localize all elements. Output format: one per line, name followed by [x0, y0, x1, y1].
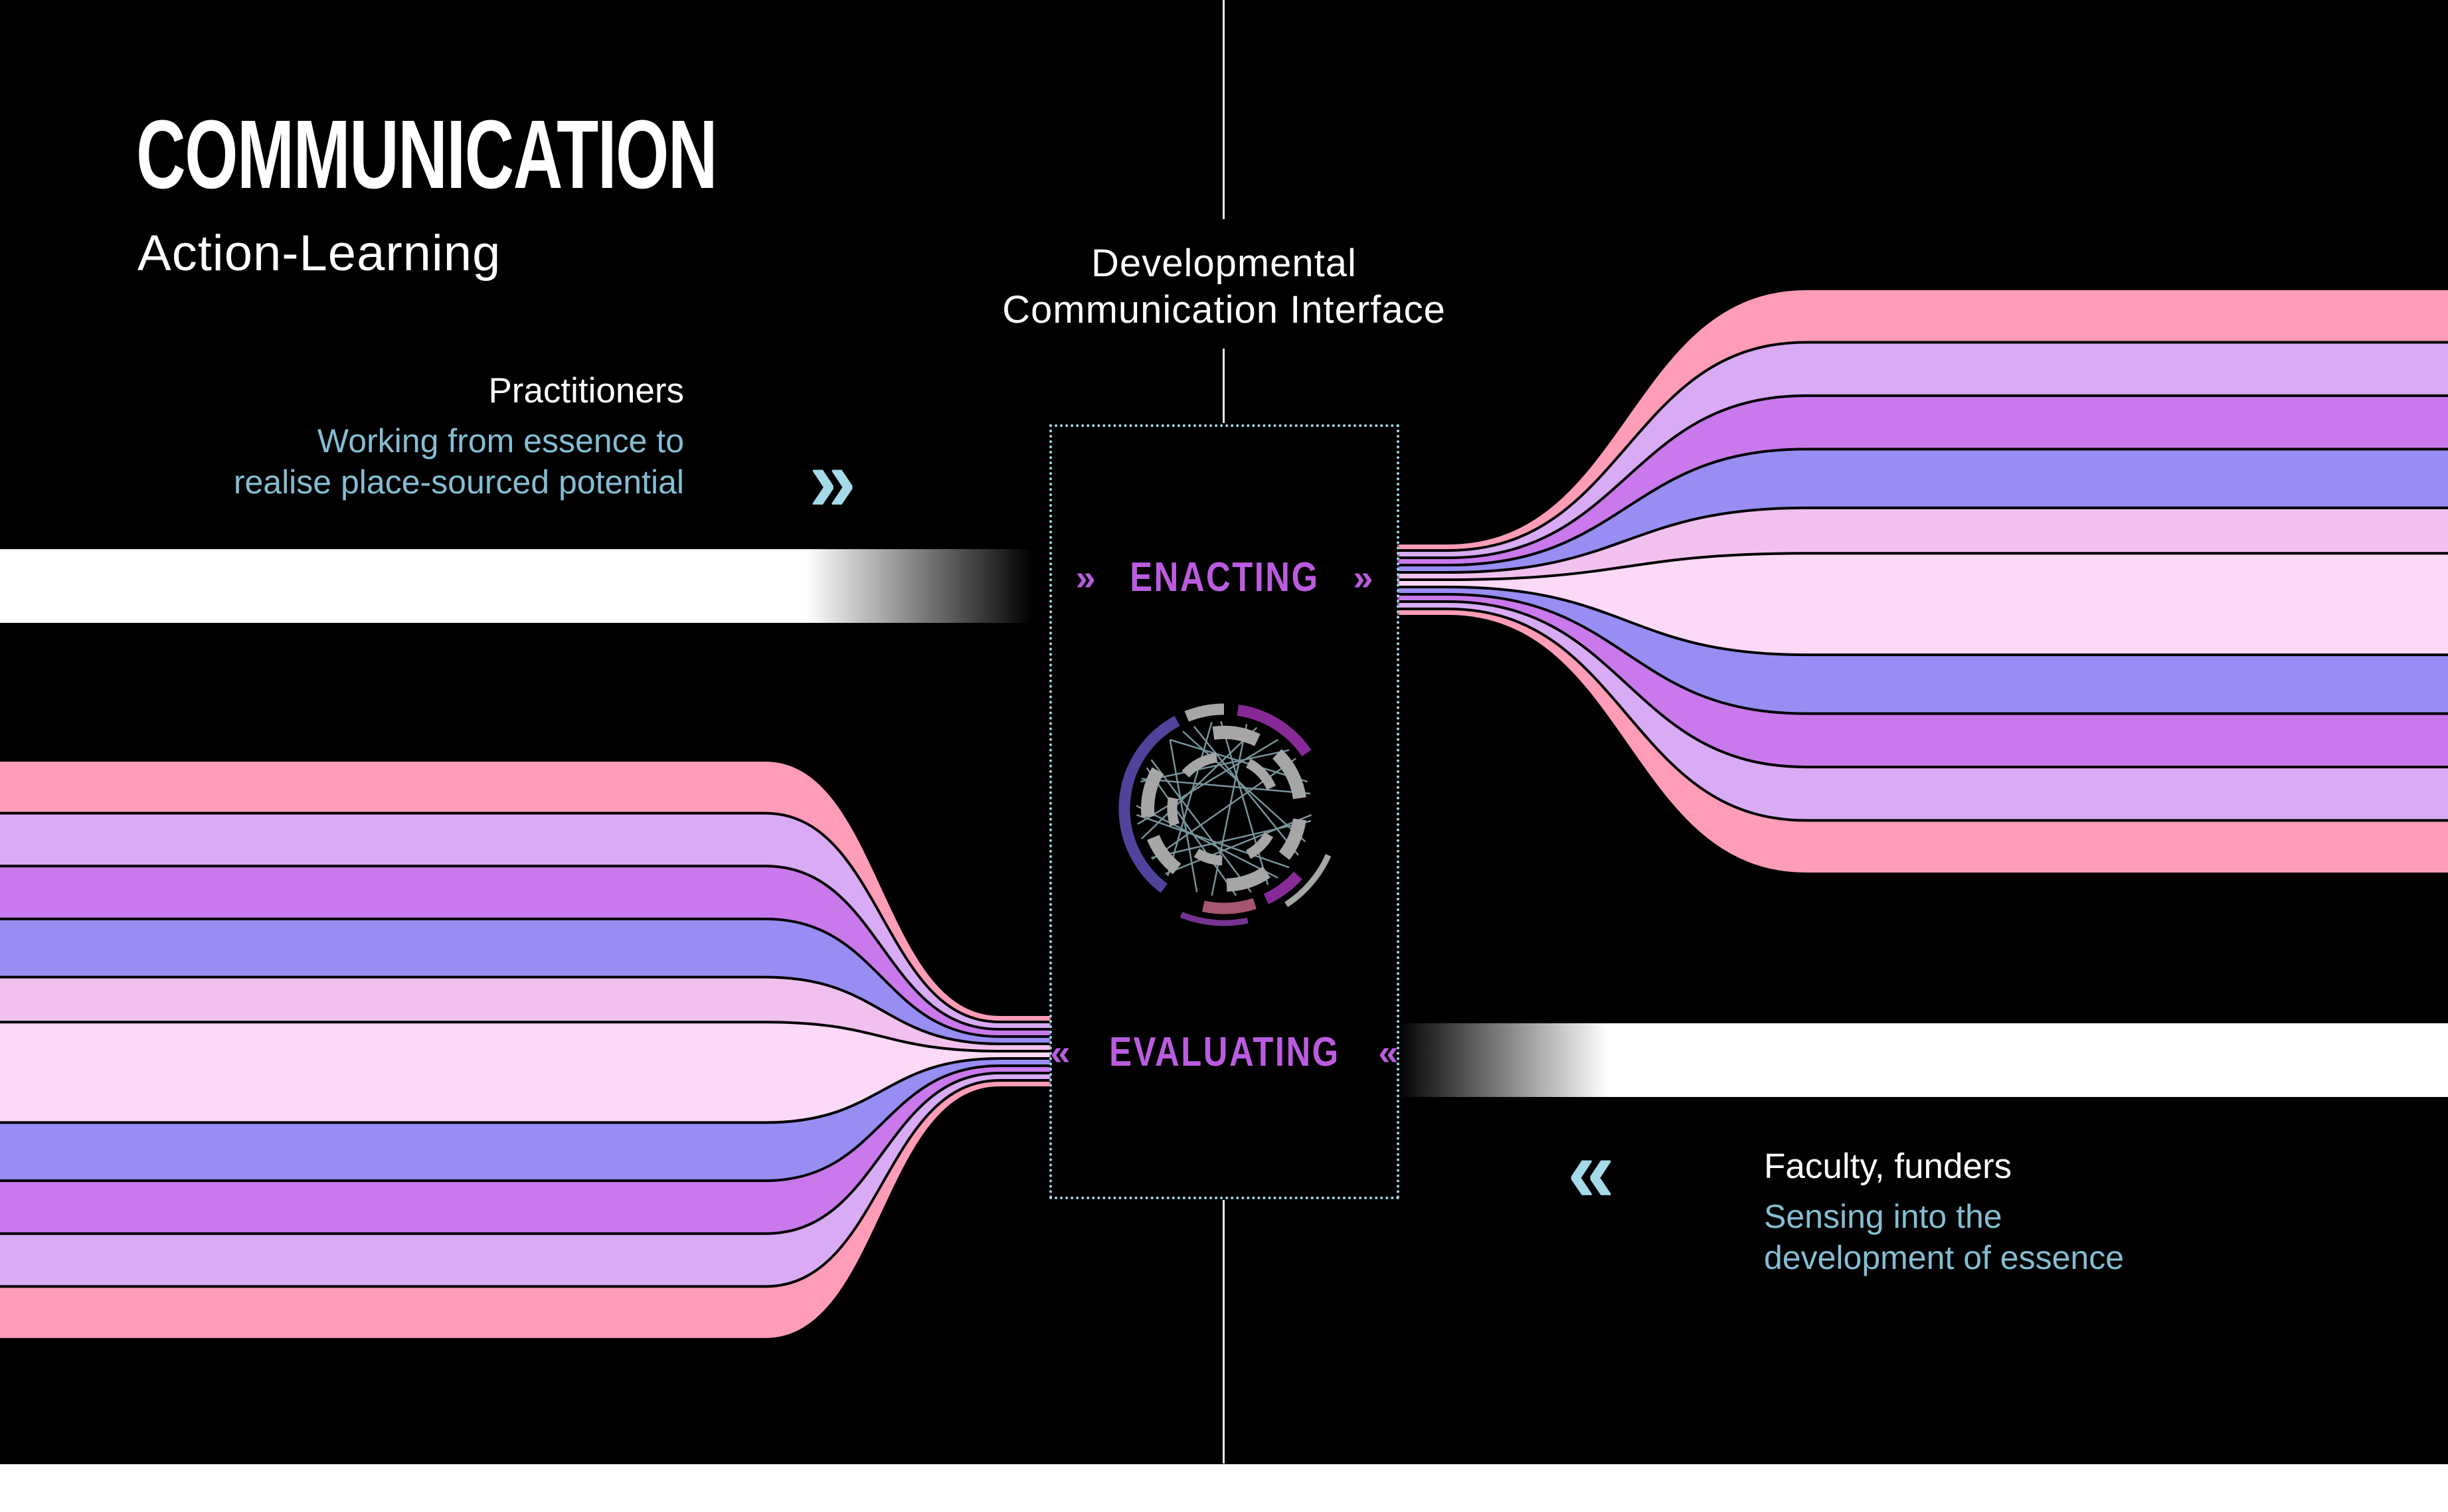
evaluating-word: EVALUATING — [1108, 1029, 1340, 1075]
practitioners-desc: Working from essence to realise place-so… — [133, 420, 684, 503]
network-web-icon — [1118, 703, 1332, 926]
bottom-edge-bar — [0, 1464, 2448, 1512]
page-title: COMMUNICATION — [136, 100, 718, 209]
interface-label: Developmental Communication Interface — [958, 240, 1490, 333]
practitioners-block: Practitioners Working from essence to re… — [133, 371, 684, 503]
interface-label-line2: Communication Interface — [1002, 288, 1446, 331]
communication-interface-box — [1049, 424, 1399, 1199]
faculty-desc-line2: development of essence — [1764, 1239, 2125, 1276]
interface-label-line1: Developmental — [1091, 242, 1357, 285]
right-ribbon-bundle — [1397, 288, 2448, 875]
faculty-desc: Sensing into the development of essence — [1764, 1196, 2309, 1278]
evaluating-chevron-left-icon: « — [1050, 1032, 1071, 1072]
practitioners-desc-line2: realise place-sourced potential — [233, 463, 684, 501]
enacting-word: ENACTING — [1129, 554, 1320, 600]
left-ribbon-bundle — [0, 759, 1051, 1341]
chevron-left-icon: « — [1567, 1121, 1615, 1221]
faculty-block: Faculty, funders Sensing into the develo… — [1764, 1146, 2309, 1278]
evaluating-flow-bar — [1397, 1023, 2448, 1097]
enacting-chevron-right-icon: » — [1353, 557, 1373, 598]
enacting-flow-bar — [0, 549, 1033, 623]
practitioners-desc-line1: Working from essence to — [317, 422, 684, 460]
faculty-desc-line1: Sensing into the — [1764, 1198, 2002, 1235]
enacting-chevron-left-icon: » — [1075, 557, 1096, 598]
page-subtitle: Action-Learning — [137, 225, 501, 282]
chevron-right-icon: » — [809, 430, 857, 531]
enacting-label: » ENACTING » — [1049, 554, 1399, 601]
center-line-bottom — [1223, 1200, 1225, 1464]
evaluating-label: « EVALUATING « — [1049, 1029, 1399, 1076]
evaluating-chevron-right-icon: « — [1378, 1032, 1399, 1072]
center-line-top — [1223, 0, 1225, 219]
center-line-middle — [1223, 349, 1225, 423]
faculty-name: Faculty, funders — [1764, 1147, 2012, 1186]
practitioners-name: Practitioners — [488, 371, 684, 410]
